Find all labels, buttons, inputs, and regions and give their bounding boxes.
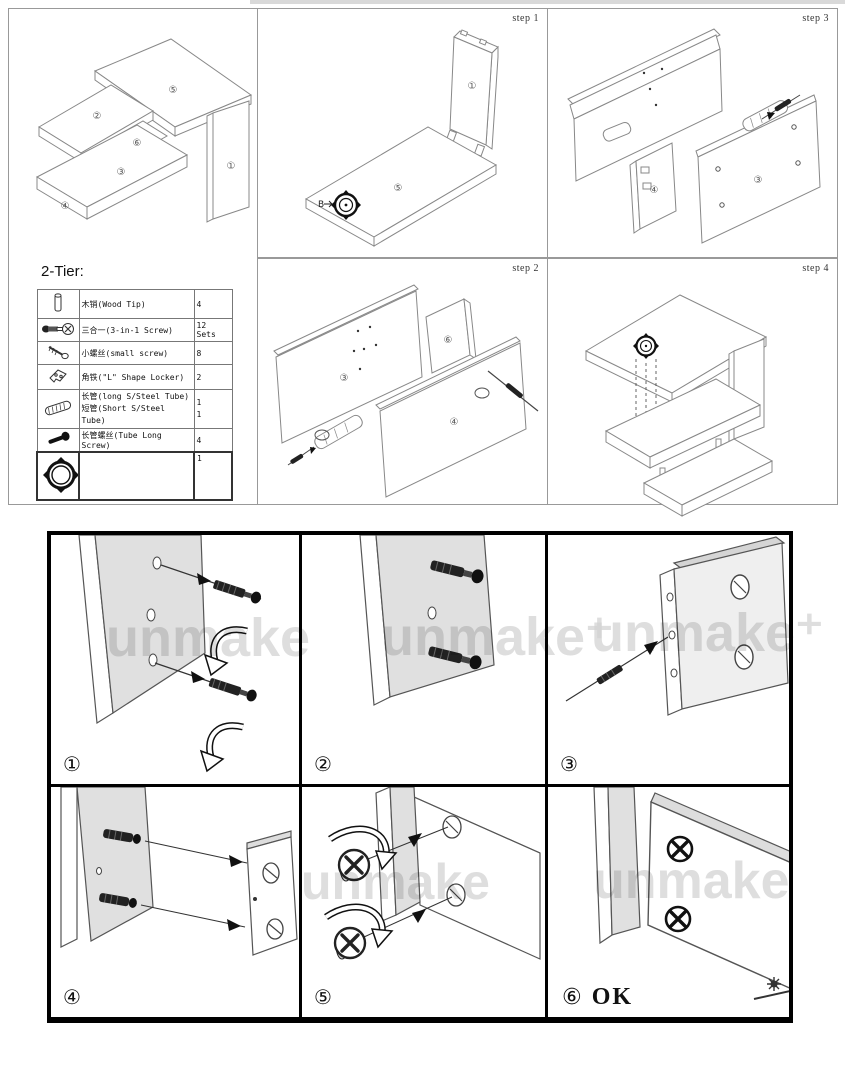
detail-step-number: ⑤ xyxy=(314,985,332,1009)
detail-step-number: ⑥ xyxy=(562,985,584,1010)
part-name: 角铁("L" Shape Locker) xyxy=(78,364,195,390)
detail4-drawing xyxy=(60,787,298,956)
detail-panel-2: ② xyxy=(302,535,545,784)
table-row: 1 xyxy=(36,451,233,501)
step4-drawing xyxy=(584,294,774,517)
round-bracket-icon xyxy=(43,457,77,493)
step3-panel: step 3 xyxy=(547,8,838,258)
table-row: 长管螺丝(Tube Long Screw) 4 xyxy=(36,428,233,453)
part-circle: ④ xyxy=(650,185,659,196)
part-name: 小螺丝(small screw) xyxy=(78,341,195,365)
step2-panel: step 2 xyxy=(257,258,548,505)
detail5-drawing xyxy=(324,787,541,960)
step2-drawing: ③ ⑥ ④ xyxy=(273,284,539,498)
cam-lock-icon xyxy=(337,848,371,882)
detail-step-number: ② xyxy=(314,752,332,776)
part-qty: 1 xyxy=(196,410,202,419)
detail-step-ok: ⑥ OK xyxy=(562,984,633,1011)
part-circle-end-panel: ④ xyxy=(61,201,70,212)
parts-table: 木销(Wood Tip) 4 三合一(3-in-1 Screw) 12 Sets xyxy=(36,289,233,501)
part-circle-lower-shelf: ③ xyxy=(117,167,126,178)
step1-label: step 1 xyxy=(512,13,539,24)
part-qty: 8 xyxy=(193,341,233,365)
table-row: 木销(Wood Tip) 4 xyxy=(36,289,233,319)
parts-list-title: 2-Tier: xyxy=(41,263,84,280)
rotate-arrow-icon xyxy=(328,825,398,871)
detail-panel-5: ⑤ xyxy=(302,787,545,1017)
detail-step-number: ④ xyxy=(63,985,81,1009)
table-row: 长管(long S/Steel Tube) 短管(Short S/Steel T… xyxy=(36,389,233,429)
step1-drawing: B ① ⑤ xyxy=(304,29,499,247)
part-qty: 4 xyxy=(193,428,233,453)
part-name xyxy=(78,451,195,501)
detail6-drawing xyxy=(593,787,789,1000)
round-bracket-glyph xyxy=(633,333,659,359)
tube-screw-icon xyxy=(48,431,70,444)
cam-bolt-icon xyxy=(42,323,74,335)
round-bracket-glyph xyxy=(331,190,361,220)
ok-text: OK xyxy=(591,984,634,1010)
l-bracket-icon xyxy=(49,369,67,383)
table-row: 小螺丝(small screw) 8 xyxy=(36,341,233,365)
part-qty: 12 Sets xyxy=(193,318,233,342)
part-name: 三合一(3-in-1 Screw) xyxy=(78,318,195,342)
step2-label: step 2 xyxy=(512,263,539,274)
step3-drawing: ④ ③ xyxy=(567,28,821,244)
part-name: 木销(Wood Tip) xyxy=(78,289,195,319)
bracket-b-label: B xyxy=(318,200,324,210)
scan-artifact-bar xyxy=(250,0,845,4)
screw-head-icon xyxy=(666,835,694,863)
rotate-arrow-icon xyxy=(203,626,248,677)
rotate-arrow-icon xyxy=(199,722,244,773)
wood-dowel-icon xyxy=(54,293,62,312)
part-qty: 4 xyxy=(193,289,233,319)
detail-panel-1: ① xyxy=(51,535,299,784)
steel-tube-icon xyxy=(44,400,72,416)
starburst-icon xyxy=(753,977,789,1000)
part-circle-desk-top: ⑤ xyxy=(169,85,178,96)
detail-panel-6: ⑥ OK xyxy=(548,787,789,1017)
detail2-drawing xyxy=(359,535,495,706)
detail-step-number: ① xyxy=(63,752,81,776)
part-qty: 2 xyxy=(193,364,233,390)
part-circle: ① xyxy=(468,81,477,92)
detail-step-number: ③ xyxy=(560,752,578,776)
cam-lock-icon xyxy=(333,926,367,960)
detail3-drawing xyxy=(565,536,789,716)
part-name: 短管(Short S/Steel Tube) xyxy=(81,404,165,425)
step3-label: step 3 xyxy=(802,13,829,24)
part-qty: 1 xyxy=(193,451,233,501)
part-circle: ③ xyxy=(340,373,349,384)
part-circle: ⑤ xyxy=(394,183,403,194)
part-name: 长管螺丝(Tube Long Screw) xyxy=(78,428,195,453)
part-circle: ⑥ xyxy=(444,335,453,346)
part-qty: 1 xyxy=(196,398,202,407)
step4-panel: step 4 xyxy=(547,258,838,517)
part-circle: ③ xyxy=(754,175,763,186)
assembled-desk-drawing: ⑤ ② ⑥ ③ ④ ① xyxy=(35,38,253,223)
detail1-drawing xyxy=(78,535,262,773)
table-row: 角铁("L" Shape Locker) 2 xyxy=(36,364,233,390)
part-name: 长管(long S/Steel Tube) xyxy=(81,392,190,401)
table-row: 三合一(3-in-1 Screw) 12 Sets xyxy=(36,318,233,342)
overview-panel: ⑤ ② ⑥ ③ ④ ① 2-Tier: 木销(Wood Tip) 4 xyxy=(8,8,258,505)
detail-panel-4: ④ xyxy=(51,787,299,1017)
part-circle-upper-shelf: ② xyxy=(93,111,102,122)
screw-head-icon xyxy=(664,905,692,933)
rotate-arrow-icon xyxy=(324,903,394,949)
part-circle: ④ xyxy=(450,417,459,428)
part-circle-right-leg: ① xyxy=(227,161,236,172)
step1-panel: step 1 xyxy=(257,8,548,258)
step4-label: step 4 xyxy=(802,263,829,274)
detail-instruction-box: ① xyxy=(47,531,824,1023)
part-circle-mid-board: ⑥ xyxy=(133,138,142,149)
detail-panel-3: ③ xyxy=(548,535,789,784)
small-screw-icon xyxy=(48,345,69,360)
